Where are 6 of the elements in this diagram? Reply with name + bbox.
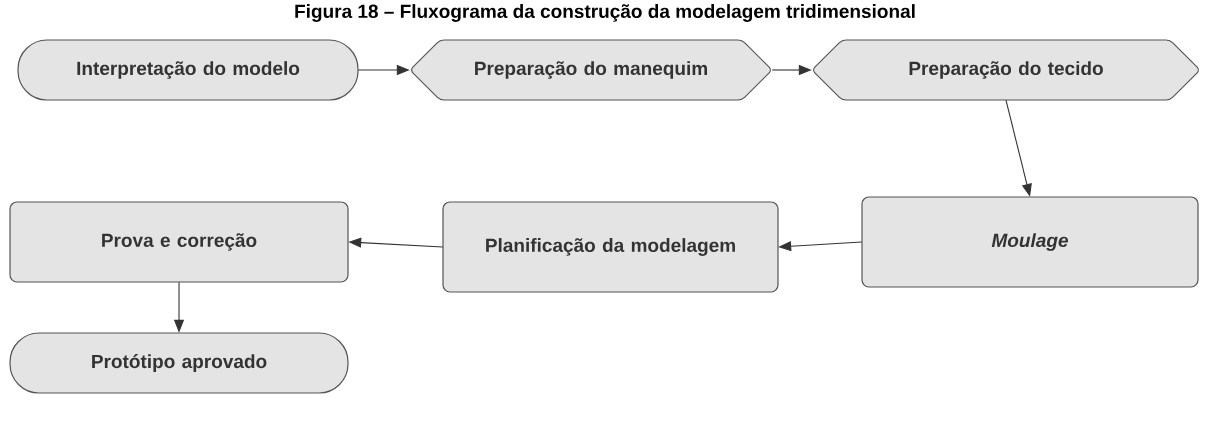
figure-title: Figura 18 – Fluxograma da construção da modelagem tridimensional [295,4,915,22]
process-box: Prova e correção [9,201,349,283]
preparation-hexagon: Preparação do tecido [813,39,1199,101]
preparation-hexagon: Preparação do manequim [411,39,771,101]
process-box: Moulage [861,196,1199,288]
process-box: Planificação da modelagem [442,201,779,293]
